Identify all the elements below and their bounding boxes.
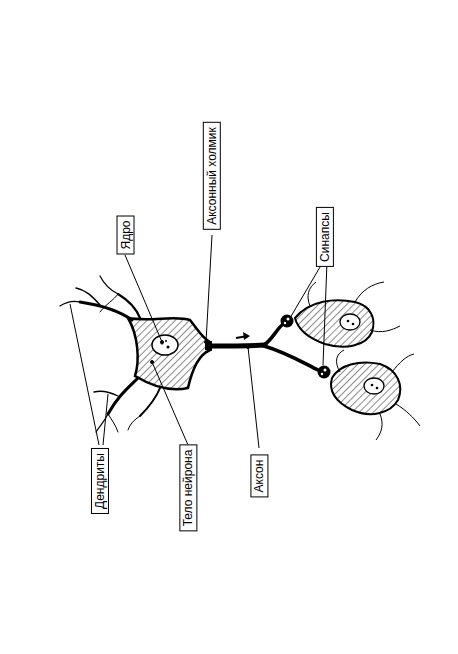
label-text: Синапсы xyxy=(318,212,332,262)
nucleus xyxy=(152,335,178,355)
label-text: Аксон xyxy=(252,460,266,493)
part-label: Аксон xyxy=(250,455,268,498)
label-text: Ядро xyxy=(118,220,132,249)
label-text: Аксонный холмик xyxy=(205,127,219,225)
part-label: Ядро xyxy=(116,215,134,254)
part-label: Дендриты xyxy=(91,448,109,514)
label-text: Дендриты xyxy=(93,453,107,509)
part-label: Тело нейрона xyxy=(179,445,197,532)
label-text: Тело нейрона xyxy=(181,450,195,527)
neuron-body xyxy=(128,318,210,389)
part-label: Аксонный холмик xyxy=(203,122,221,230)
target-cells xyxy=(295,282,420,440)
leader-lines xyxy=(70,235,327,448)
part-label: Синапсы xyxy=(316,207,334,267)
